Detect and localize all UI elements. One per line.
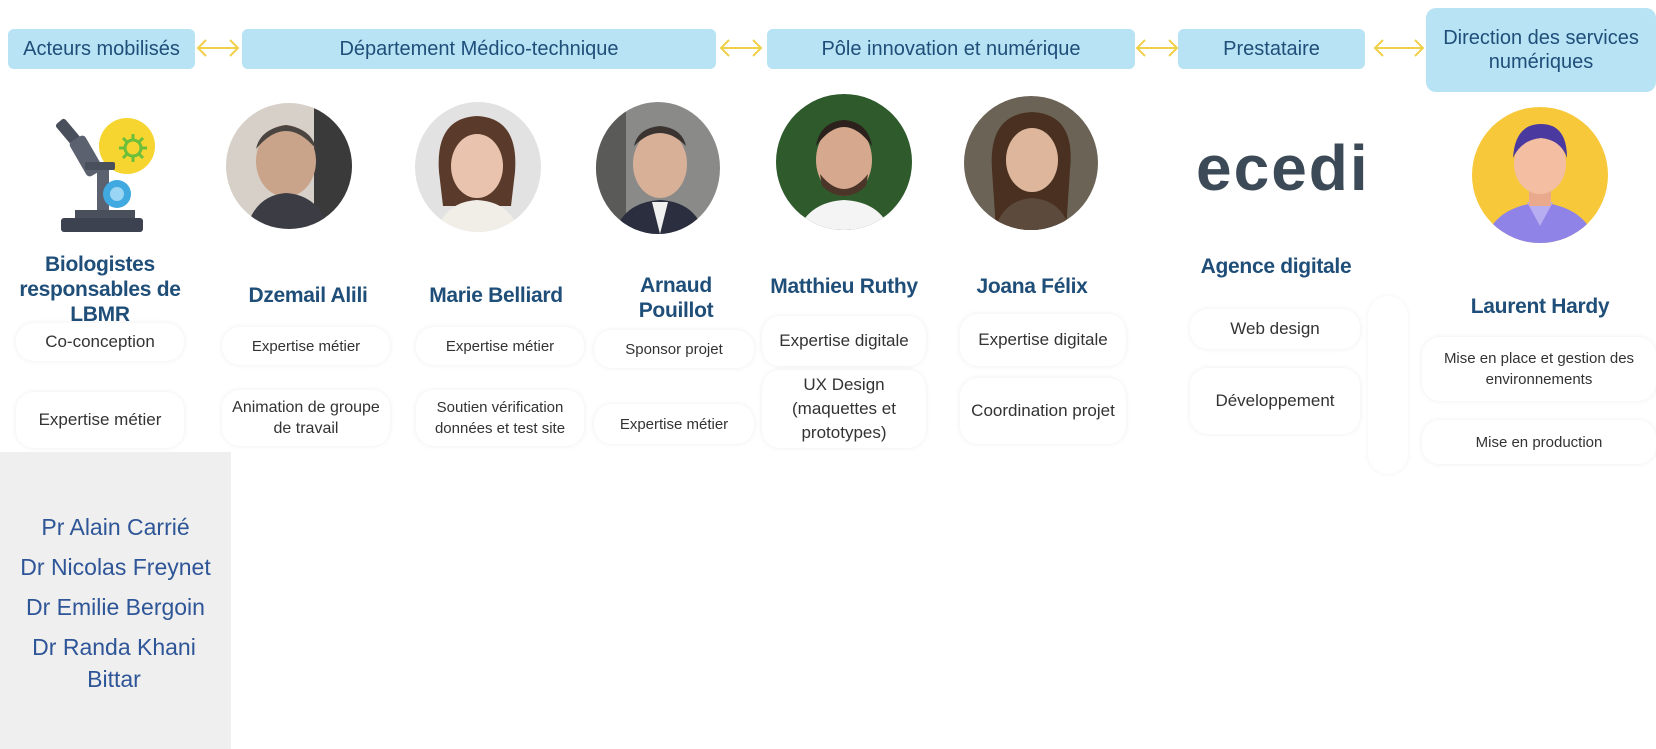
biologists-title: Biologistes responsables de LBMR <box>19 253 181 326</box>
photo-matthieu-ruthy <box>776 94 912 230</box>
role-mise-en-place: Mise en place et gestion des environneme… <box>1422 337 1656 401</box>
doctors-panel <box>0 452 231 749</box>
photo-marie-belliard <box>415 102 541 232</box>
role-mise-en-production: Mise en production <box>1422 420 1656 464</box>
role-coordination-projet: Coordination projet <box>960 378 1126 444</box>
header-medico-technique: Département Médico-technique <box>242 29 716 69</box>
header-direction: Direction des services numériques <box>1426 8 1656 92</box>
double-arrow-icon <box>1135 39 1179 57</box>
role-expertise-digitale: Expertise digitale <box>762 316 926 366</box>
double-arrow-icon <box>719 39 763 57</box>
name-laurent-hardy: Laurent Hardy <box>1470 295 1610 318</box>
role-expertise-digitale: Expertise digitale <box>960 314 1126 366</box>
name-arnaud-pouillot: Arnaud Pouillot <box>638 274 714 322</box>
name-joana-felix: Joana Félix <box>976 275 1088 298</box>
doctor-name: Dr Emilie Bergoin <box>26 594 205 620</box>
photo-arnaud-pouillot <box>596 102 720 234</box>
header-pole-innovation: Pôle innovation et numérique <box>767 29 1135 69</box>
role-web-design: Web design <box>1190 309 1360 349</box>
role-soutien-verification: Soutien vérification données et test sit… <box>416 390 584 446</box>
photo-joana-felix <box>964 96 1098 230</box>
doctor-name: Dr Randa Khani Bittar <box>32 634 196 692</box>
header-acteurs: Acteurs mobilisés <box>8 29 195 69</box>
user-avatar-icon <box>1472 107 1608 243</box>
doctor-name: Dr Nicolas Freynet <box>20 554 211 580</box>
role-co-conception: Co-conception <box>16 323 184 361</box>
name-matthieu-ruthy: Matthieu Ruthy <box>770 275 918 298</box>
double-arrow-icon <box>1373 39 1425 57</box>
role-ux-design: UX Design (maquettes et prototypes) <box>762 370 926 448</box>
role-sponsor-projet: Sponsor projet <box>594 330 754 368</box>
name-marie-belliard: Marie Belliard <box>429 284 563 307</box>
double-arrow-icon <box>196 39 240 57</box>
photo-dzemail-alili <box>226 103 352 229</box>
name-dzemail-alili: Dzemail Alili <box>248 284 368 307</box>
header-prestataire: Prestataire <box>1178 29 1365 69</box>
divider <box>1368 296 1408 474</box>
microscope-icon <box>55 118 155 232</box>
role-expertise-metier: Expertise métier <box>16 392 184 448</box>
role-animation-groupe: Animation de groupe de travail <box>222 390 390 446</box>
doctor-name: Pr Alain Carrié <box>41 514 190 540</box>
ecedi-logo: ecedi <box>1196 132 1370 204</box>
agence-digitale-title: Agence digitale <box>1200 255 1352 278</box>
role-expertise-metier: Expertise métier <box>594 404 754 444</box>
role-developpement: Développement <box>1190 368 1360 434</box>
role-expertise-metier: Expertise métier <box>416 327 584 365</box>
role-expertise-metier: Expertise métier <box>222 327 390 365</box>
